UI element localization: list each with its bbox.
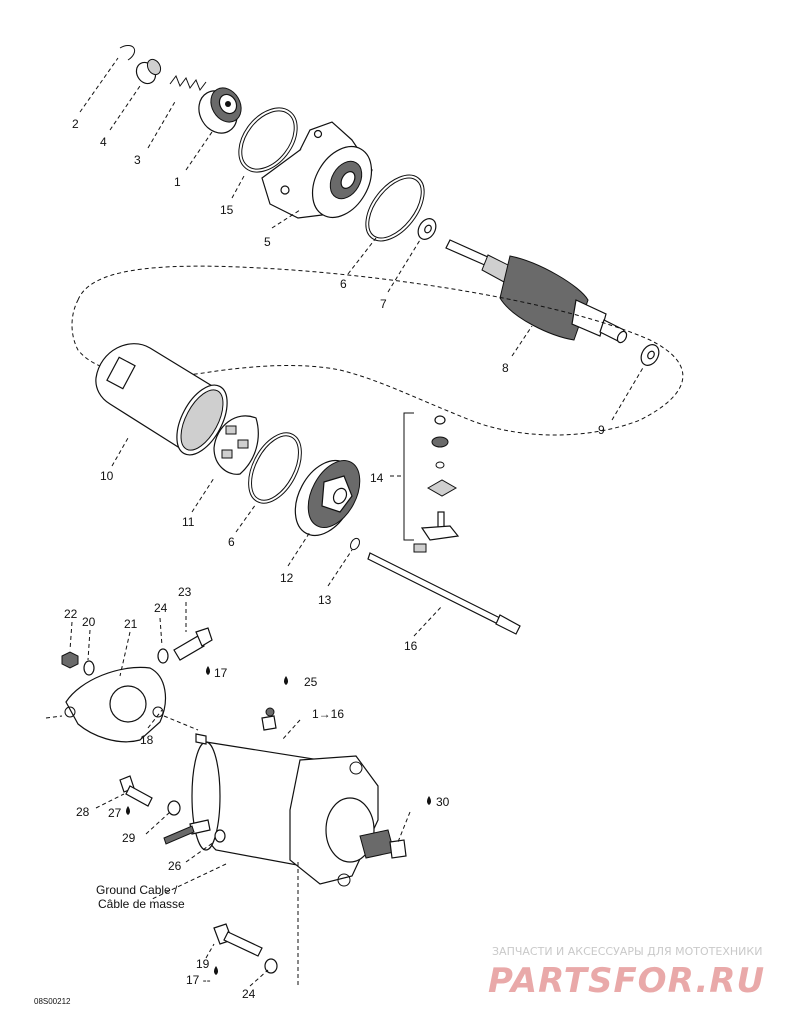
callout-1-to-16: 1→16	[312, 707, 344, 721]
callout-13: 13	[318, 593, 332, 607]
callout-30: 30	[436, 795, 450, 809]
part-15-o-ring	[238, 107, 298, 173]
drawing-code: 08S00212	[34, 997, 71, 1006]
callout-9: 9	[598, 423, 605, 437]
part-7-washer	[417, 218, 437, 240]
watermark-tagline: ЗАПЧАСТИ И АКСЕССУАРЫ ДЛЯ МОТОТЕХНИКИ	[492, 945, 762, 958]
part-22-nut	[61, 651, 79, 669]
ground-cable-caption-fr: Câble de masse	[98, 897, 185, 911]
callout-26: 26	[168, 859, 182, 873]
part-6-o-ring-lower	[248, 432, 302, 504]
callout-17-lower: 17 --	[186, 973, 211, 987]
part-13-small-o-ring	[349, 537, 361, 551]
callout-28: 28	[76, 805, 90, 819]
callout-29: 29	[122, 831, 136, 845]
callout-27: 27	[108, 806, 122, 820]
callout-6-upper: 6	[340, 277, 347, 291]
part-24-washer-upper	[157, 648, 169, 664]
part-16-through-bolt	[367, 552, 521, 635]
ground-cable-caption: Ground Cable / Câble de masse	[96, 883, 185, 911]
part-23-bolt	[173, 627, 213, 661]
callout-12: 12	[280, 571, 294, 585]
adhesive-drop-icon	[126, 666, 431, 975]
callout-14: 14	[370, 471, 384, 485]
callout-24-upper: 24	[154, 601, 168, 615]
callout-labels: 2 4 3 1 15 5 6 7 8 9 10 11 6 12 13 14 16…	[64, 117, 605, 1001]
callout-25: 25	[304, 675, 318, 689]
part-3-spring	[169, 74, 207, 92]
callout-21: 21	[124, 617, 138, 631]
part-14-terminal-kit	[403, 412, 460, 553]
callout-23: 23	[178, 585, 192, 599]
callout-5: 5	[264, 235, 271, 249]
part-6-o-ring-upper	[365, 174, 425, 242]
callout-17-upper: 17	[214, 666, 228, 680]
watermark: ЗАПЧАСТИ И АКСЕССУАРЫ ДЛЯ МОТОТЕХНИКИ PA…	[488, 945, 765, 1001]
part-20-washer	[83, 660, 95, 676]
callout-10: 10	[100, 469, 114, 483]
callout-2: 2	[72, 117, 79, 131]
part-19-mounting-bolt	[213, 923, 263, 957]
part-28-bolt	[119, 775, 153, 807]
part-9-washer	[640, 344, 660, 366]
callout-16: 16	[404, 639, 418, 653]
part-11-brush-plate	[213, 415, 259, 475]
callout-18: 18	[140, 733, 154, 747]
part-10-yoke-frame	[95, 343, 228, 456]
callout-11: 11	[182, 515, 195, 529]
starter-motor-assembly	[191, 707, 407, 887]
part-12-end-cover	[294, 460, 361, 536]
callout-leaders	[69, 57, 645, 987]
part-26-ground-terminal	[163, 819, 226, 845]
part-24-washer-lower	[264, 958, 278, 974]
callout-22: 22	[64, 607, 78, 621]
part-1-drive-pinion	[198, 87, 242, 134]
part-5-drive-housing	[261, 121, 373, 219]
callout-3: 3	[134, 153, 141, 167]
part-2-circlip	[119, 45, 136, 61]
callout-8: 8	[502, 361, 509, 375]
callout-24-lower: 24	[242, 987, 256, 1001]
callout-19: 19	[196, 957, 210, 971]
ground-cable-caption-en: Ground Cable /	[96, 883, 178, 897]
callout-6-lower: 6	[228, 535, 235, 549]
part-4-stop-collar	[135, 58, 162, 85]
callout-20: 20	[82, 615, 96, 629]
part-8-armature	[445, 239, 628, 344]
watermark-brand: PARTSFOR.RU	[488, 961, 765, 1001]
callout-7: 7	[380, 297, 387, 311]
part-29-washer	[167, 800, 181, 816]
callout-4: 4	[100, 135, 107, 149]
callout-15: 15	[220, 203, 234, 217]
part-21-support-bracket	[64, 666, 167, 743]
assembly-guide-lines	[45, 715, 299, 988]
callout-1: 1	[174, 175, 181, 189]
